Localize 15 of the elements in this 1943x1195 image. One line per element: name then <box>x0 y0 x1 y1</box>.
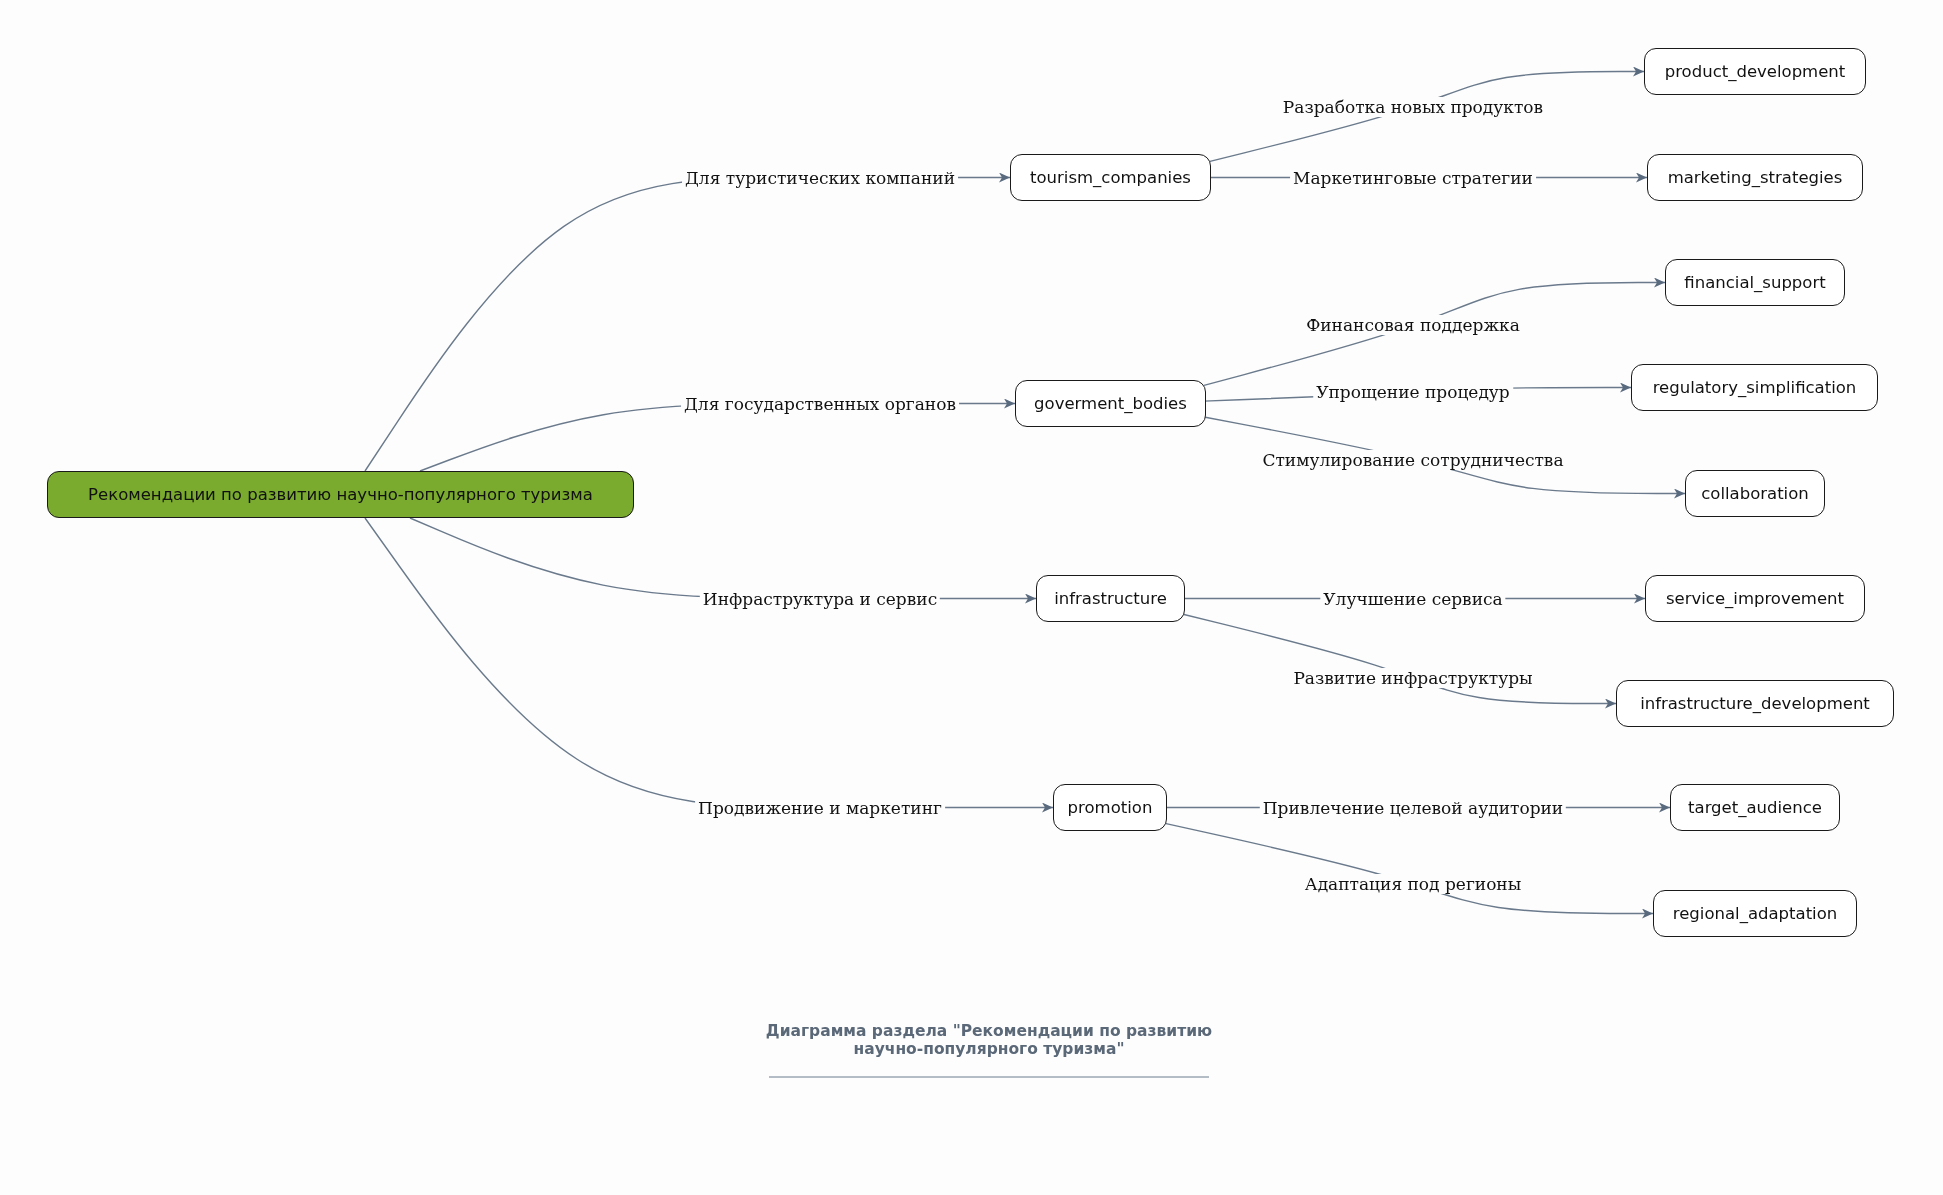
topic-node: infrastructure_development <box>1616 680 1894 727</box>
topic-node: financial_support <box>1665 259 1845 306</box>
topic-node: tourism_companies <box>1010 154 1211 201</box>
topic-node: regional_adaptation <box>1653 890 1857 937</box>
topic-node: marketing_strategies <box>1647 154 1863 201</box>
topic-node: regulatory_simplification <box>1631 364 1878 411</box>
topic-node: target_audience <box>1670 784 1840 831</box>
root-node: Рекомендации по развитию научно-популярного туризма <box>47 471 634 518</box>
topic-node: product_development <box>1644 48 1866 95</box>
topic-node: service_improvement <box>1645 575 1865 622</box>
topic-node: infrastructure <box>1036 575 1185 622</box>
topic-node: promotion <box>1053 784 1167 831</box>
caption: Диаграмма раздела "Рекомендации по развитию научно-популярного туризма" <box>764 1022 1214 1058</box>
topic-node: collaboration <box>1685 470 1825 517</box>
topic-node: goverment_bodies <box>1015 380 1206 427</box>
